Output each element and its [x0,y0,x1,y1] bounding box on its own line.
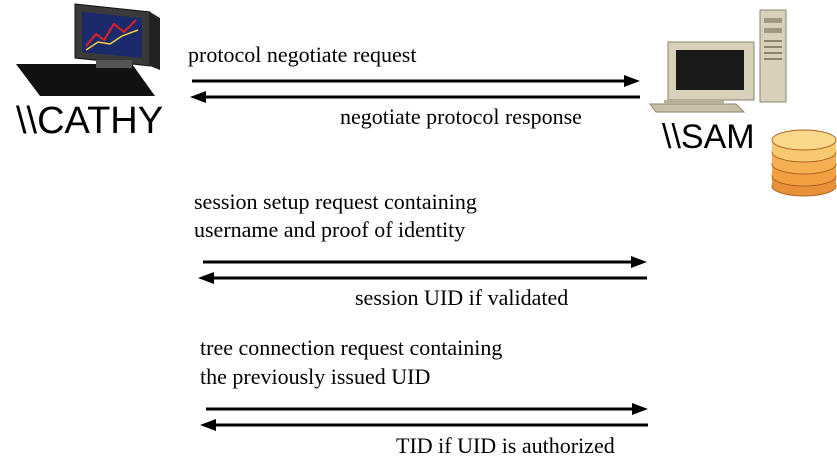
message-label-session-setup-line1: session setup request containing [194,189,477,214]
arrow-negotiate-response [190,91,640,103]
arrow-session-uid-response [198,272,647,284]
database-disk-icon [771,129,837,197]
message-label-tree-connect-line1: tree connection request containing [200,335,503,360]
arrow-tree-connect-request [206,403,648,415]
arrow-negotiate-request [192,75,640,87]
arrow-tid-response [200,419,648,431]
server-host-label: \\SAM [662,118,755,156]
message-label-tree-connect-line2: the previously issued UID [200,364,431,389]
message-label-negotiate-response: negotiate protocol response [340,104,582,129]
server-computer-icon [649,9,787,113]
message-label-session-uid: session UID if validated [355,285,569,310]
workstation-icon [16,3,160,96]
message-label-session-setup-line2: username and proof of identity [194,217,466,242]
message-label-negotiate-request: protocol negotiate request [188,42,417,67]
arrow-session-setup-request [203,256,647,268]
message-label-tid: TID if UID is authorized [396,433,615,458]
client-host-label: \\CATHY [16,100,164,142]
